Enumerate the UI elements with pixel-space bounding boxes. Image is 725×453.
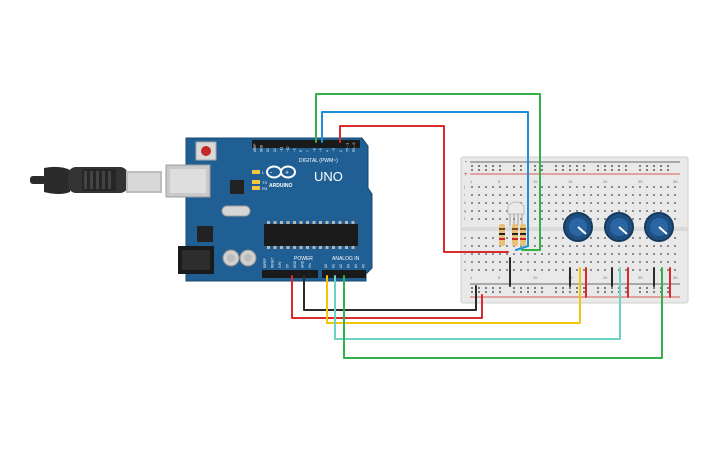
digital-pin-label: 8 [299,150,303,152]
breadboard-col-label: 10 [533,179,538,184]
breadboard-col-label: 10 [533,275,538,280]
digital-pin-label: ~10 [286,146,290,152]
power-pin-label: Vin [308,263,312,268]
digital-pin-label: ~11 [279,147,283,152]
breadboard-col-label: 1 [470,179,473,184]
rail-plus-label: + [464,172,468,178]
wire-red-top[interactable] [339,125,509,253]
rail-minus-label: - [465,159,467,165]
breadboard-row-label: a [464,267,467,272]
analog-pin-label: A2 [339,264,343,268]
atmega-chip [264,221,358,249]
power-header [262,270,318,278]
analog-pin-label: A1 [332,264,336,268]
analog-header [322,270,366,278]
digital-pin-label: AREF [253,143,257,152]
analog-header-label: ANALOG IN [332,256,360,262]
board-model: UNO [314,169,343,184]
led-label-l: L [262,170,265,175]
potentiometer-1[interactable] [563,212,593,242]
power-pin-label: GND [301,260,305,268]
breadboard-col-label: 20 [603,179,608,184]
svg-text:+: + [285,170,289,177]
breadboard-col-label: 5 [498,275,501,280]
potentiometer-2[interactable] [604,212,634,242]
digital-pin-label: RX←0 [352,142,356,152]
resistor-1 [499,224,505,246]
breadboard-row-label: f [464,216,466,221]
digital-header-label: DIGITAL (PWM~) [299,158,338,164]
power-pin-label: RESET [271,257,275,268]
potentiometer-3[interactable] [644,212,674,242]
regulator-chip [197,226,213,242]
wire-teal-analog[interactable] [334,267,621,340]
wire-yellow-analog[interactable] [326,267,581,324]
capacitors [222,249,257,267]
led-label-rx: RX [262,186,268,191]
analog-pin-label: A0 [324,264,328,268]
digital-pin-label: 13 [266,148,270,152]
power-pin-label: 5V [286,263,290,268]
usb-controller-chip [230,180,244,194]
power-pin-label: GND [293,260,297,268]
breadboard-row-label: e [464,235,467,240]
power-pin-label: IOREF [263,258,267,268]
breadboard-col-label: 1 [470,275,473,280]
arduino-logo-icon: - + [266,165,296,179]
breadboard-row-label: c [464,251,466,256]
breadboard-row-label: d [464,243,466,248]
wire-blue-top[interactable] [321,111,529,251]
breadboard-col-label: 25 [638,179,643,184]
breadboard-col-label: 5 [498,179,501,184]
digital-pin-label: TX→1 [345,143,349,152]
digital-pin-label: ~5 [319,148,323,152]
resistor-2 [512,224,518,246]
led-label-tx: TX [262,180,267,185]
breadboard-row-label: g [464,208,466,213]
breadboard-col-label: 30 [673,179,678,184]
analog-pin-label: A4 [354,264,358,268]
usb-cable[interactable] [30,166,162,194]
breadboard-col-label: 15 [568,179,573,184]
breadboard-col-label: 20 [603,275,608,280]
digital-pin-label: ~6 [312,148,316,152]
board-leds: L TX RX [252,170,268,191]
analog-pin-label: A3 [347,264,351,268]
reset-button[interactable] [195,141,217,161]
analog-pin-label: A5 [362,264,366,268]
wire-red-bottom[interactable] [291,275,483,319]
digital-header [252,140,360,148]
digital-pin-label: 12 [273,148,277,152]
crystal-oscillator [221,205,251,217]
breadboard-row-label: h [464,200,466,205]
digital-pin-label: ~9 [293,148,297,152]
digital-pin-label: GND [260,144,264,152]
resistors[interactable] [499,224,526,246]
wire-black-bottom[interactable] [303,275,477,311]
resistor-3 [520,224,526,246]
digital-pin-label: ~3 [332,148,336,152]
breadboard-col-label: 25 [638,275,643,280]
wire-green-analog[interactable] [343,267,663,359]
digital-pin-label: 7 [306,150,310,152]
wires[interactable] [291,93,671,359]
breadboard-col-label: 30 [673,275,678,280]
digital-pin-label: 4 [326,150,330,152]
wire-green-top[interactable] [315,93,541,251]
breadboard-row-label: j [463,184,465,189]
power-header-label: POWER [294,256,313,262]
power-pin-label: 3.3V [278,261,282,268]
breadboard-row-label: b [464,259,467,264]
digital-pin-label: 2 [339,150,343,152]
breadboard-row-label: i [464,192,465,197]
board-brand: ARDUINO [269,183,292,189]
svg-text:-: - [270,170,273,177]
